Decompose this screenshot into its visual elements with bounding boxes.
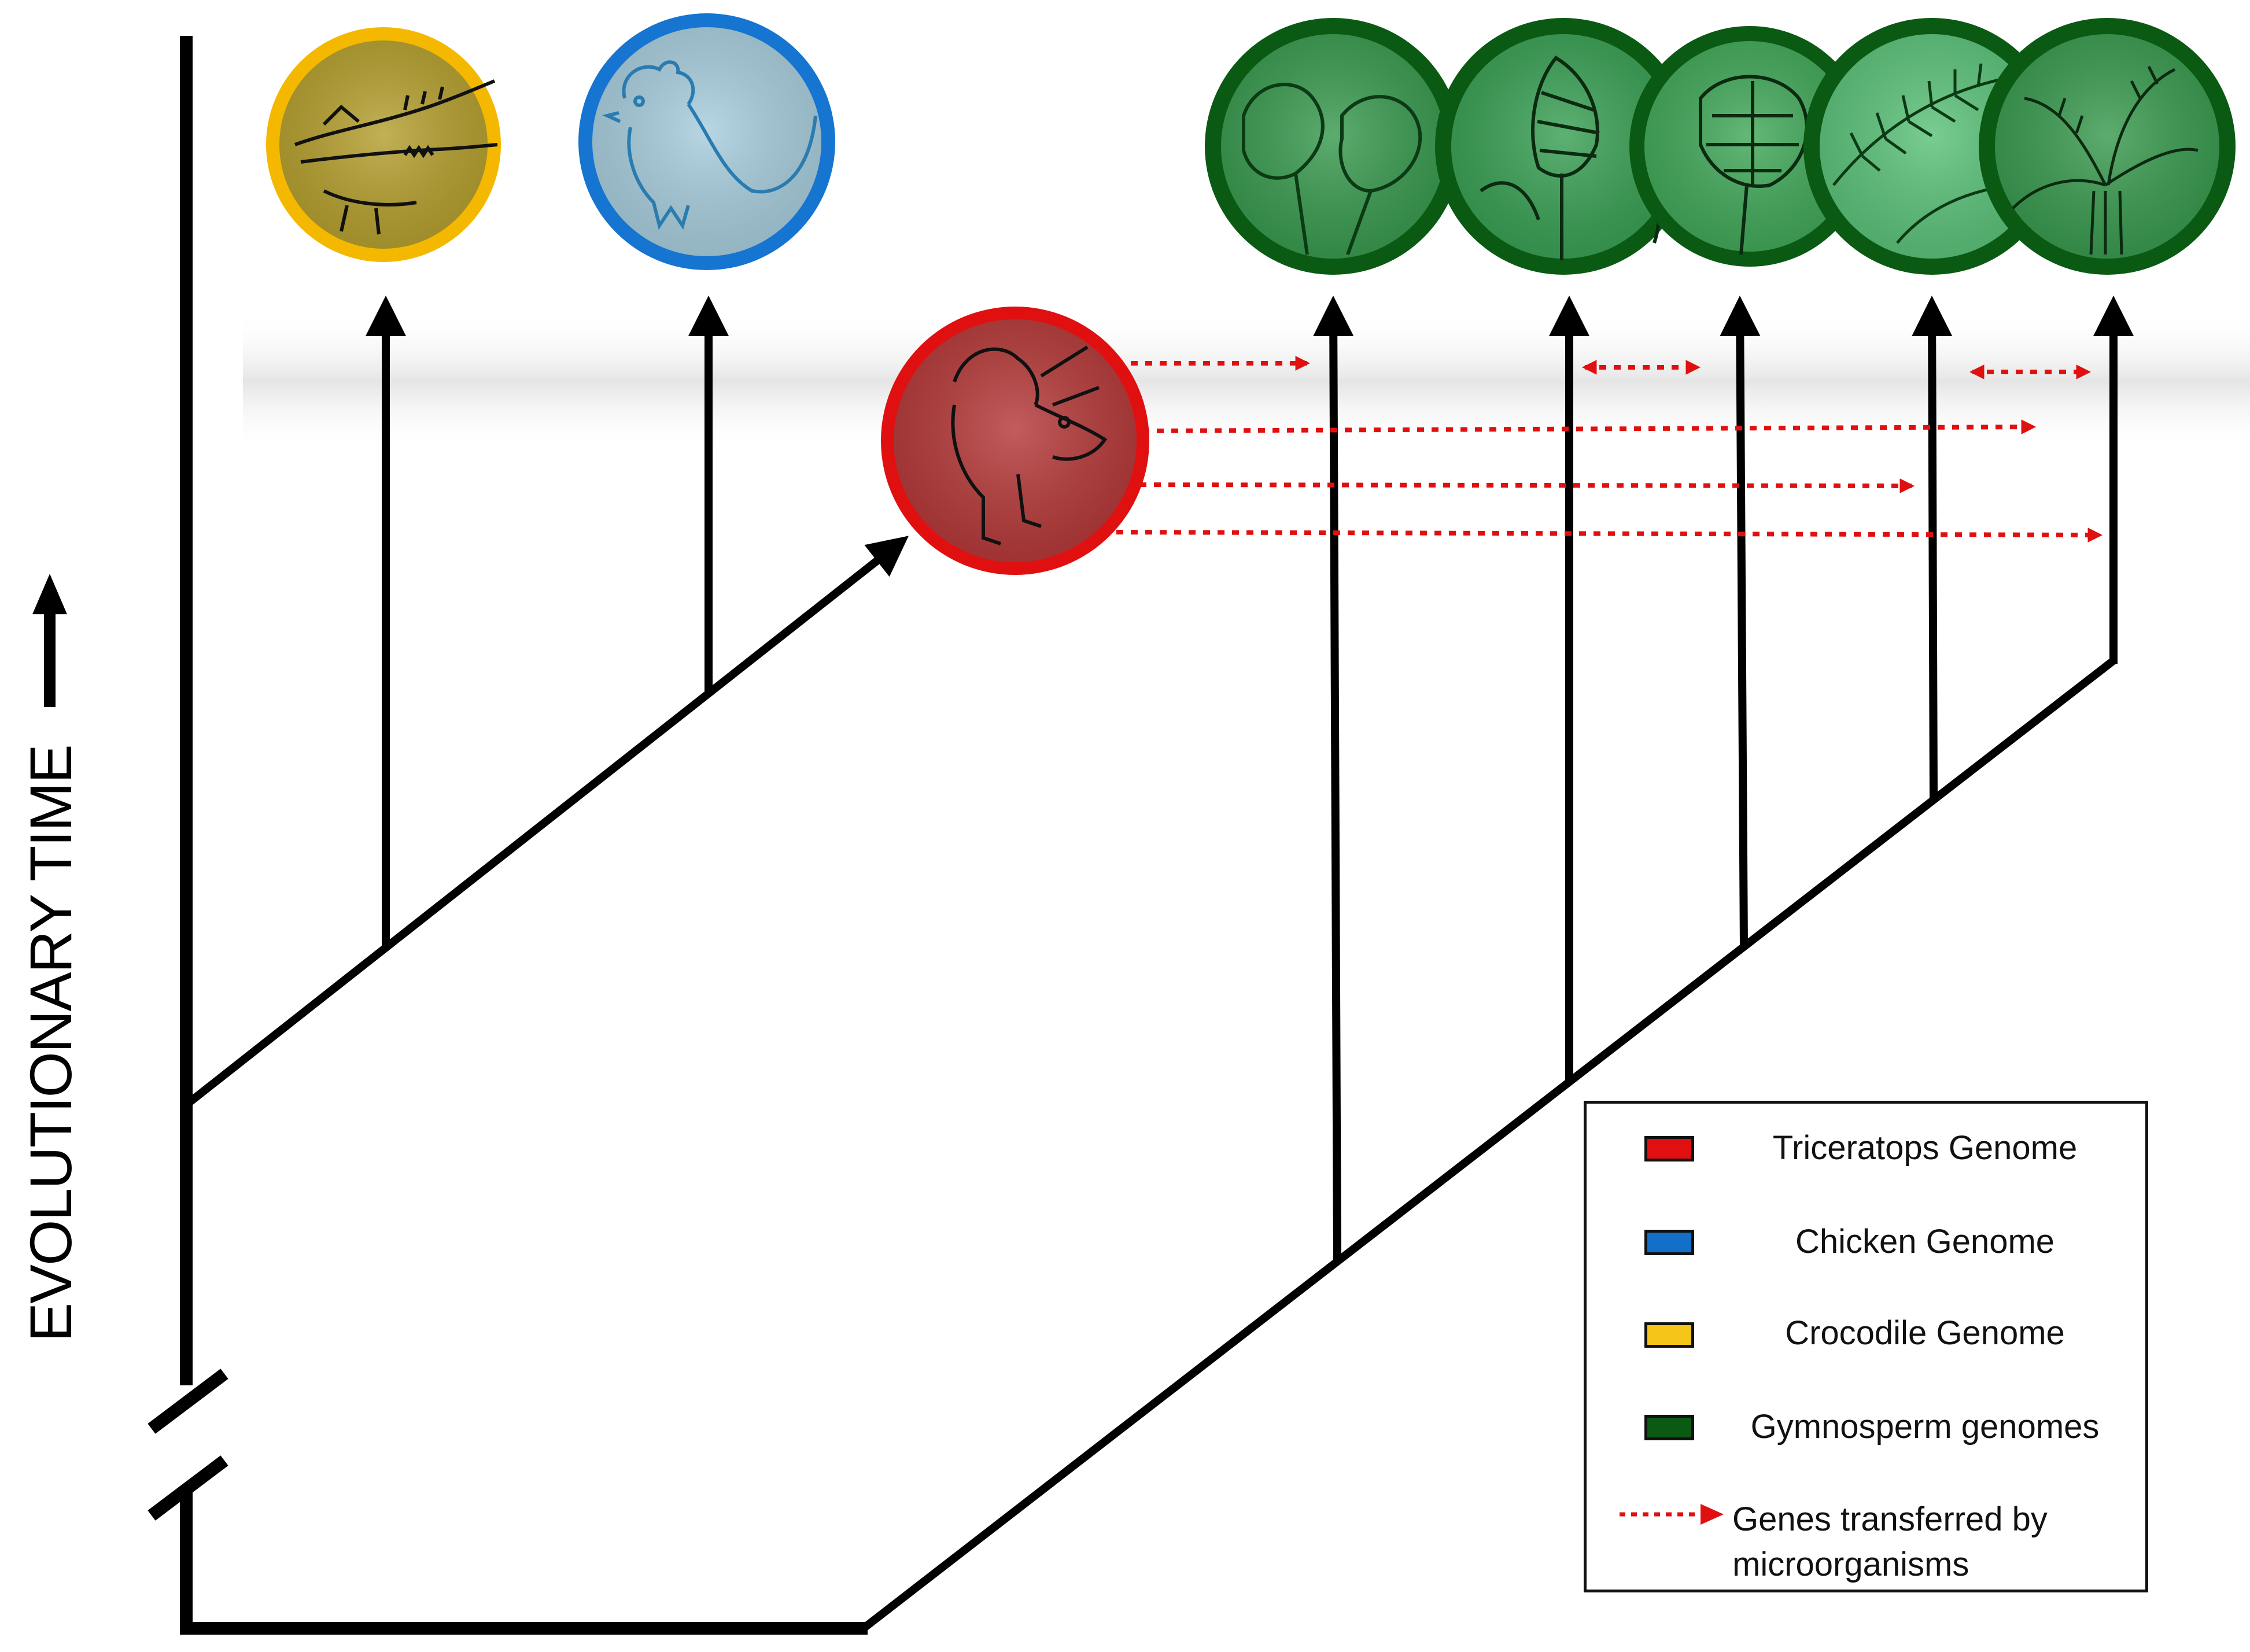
legend: Triceratops Genome Chicken Genome Crocod… bbox=[1584, 1101, 2148, 1592]
legend-swatch-gymnosperm bbox=[1644, 1415, 1694, 1440]
gymnosperm-branches bbox=[861, 296, 2134, 1632]
legend-label: Genes transferred by microorganisms bbox=[1732, 1500, 2048, 1583]
legend-label: Chicken Genome bbox=[1795, 1223, 2055, 1260]
transfer-arrow bbox=[1139, 478, 1915, 493]
legend-label: Crocodile Genome bbox=[1785, 1314, 2065, 1352]
ginkgo-leaf-icon bbox=[1242, 83, 1422, 256]
legend-label: Gymnosperm genomes bbox=[1750, 1408, 2100, 1446]
taxon-cycad bbox=[1979, 18, 2236, 275]
taxon-conifer-cone bbox=[1435, 18, 1692, 275]
legend-swatch-chicken bbox=[1644, 1230, 1694, 1255]
cycad-icon bbox=[2012, 65, 2199, 255]
tree-trunk bbox=[147, 36, 868, 1635]
taxon-triceratops bbox=[881, 307, 1149, 575]
crocodile-icon bbox=[294, 79, 498, 235]
legend-swatch-triceratops bbox=[1644, 1136, 1694, 1161]
taxon-chicken bbox=[578, 13, 835, 270]
axis-label-evolutionary-time: EVOLUTIONARY TIME bbox=[17, 574, 85, 1342]
gene-transfer-arrows bbox=[1116, 356, 2103, 543]
legend-label: Triceratops Genome bbox=[1772, 1129, 2078, 1167]
archosaur-branches bbox=[183, 296, 909, 1108]
chicken-icon bbox=[602, 60, 817, 230]
triceratops-icon bbox=[951, 345, 1108, 545]
transfer-arrow bbox=[1142, 419, 2037, 434]
transfer-arrow bbox=[1116, 528, 2103, 543]
axis-label-text: EVOLUTIONARY TIME bbox=[18, 745, 84, 1342]
dotted-arrow-icon bbox=[1620, 1504, 1724, 1525]
taxon-pine-cone bbox=[1629, 26, 1870, 267]
taxon-ginkgo bbox=[1205, 18, 1462, 275]
taxon-crocodile bbox=[266, 27, 501, 262]
legend-swatch-crocodile bbox=[1644, 1322, 1694, 1348]
time-arrow-icon bbox=[32, 574, 73, 707]
